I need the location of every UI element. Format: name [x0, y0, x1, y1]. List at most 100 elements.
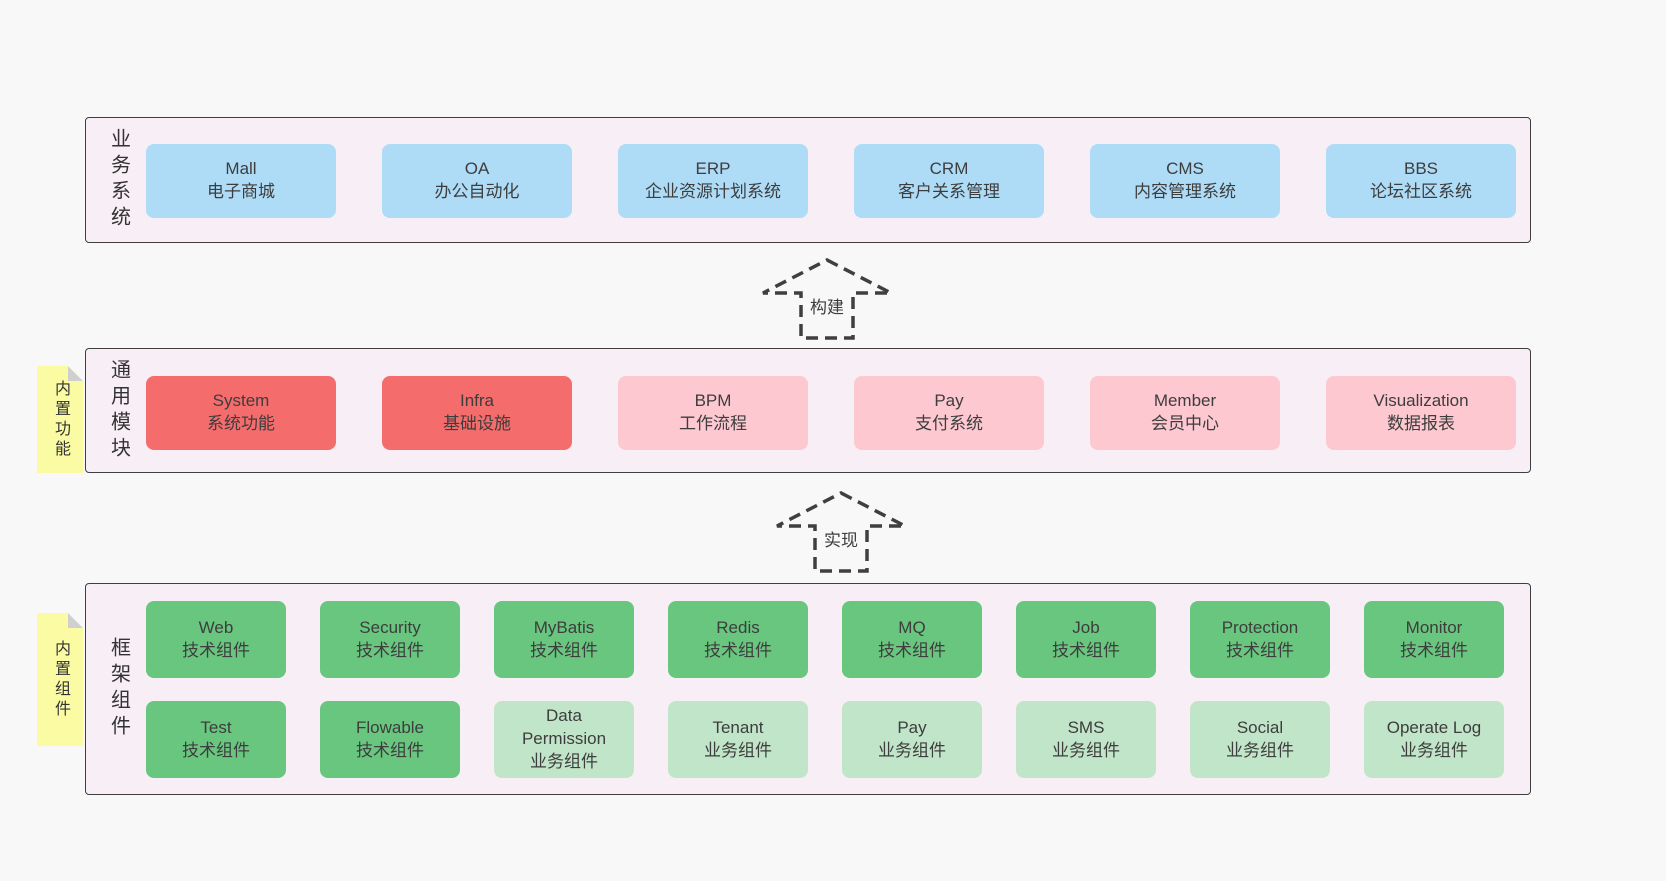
box-subtitle: 工作流程 — [679, 414, 747, 433]
box-subtitle: 技术组件 — [356, 640, 424, 660]
box-subtitle: 企业资源计划系统 — [645, 182, 781, 201]
box-title: Test — [200, 717, 232, 737]
box-pay-component: Pay 业务组件 — [842, 701, 982, 778]
box-title: Infra — [459, 391, 495, 411]
box-title: Security — [359, 617, 421, 637]
arrow-implement-label: 实现 — [821, 525, 861, 552]
box-subtitle: 技术组件 — [182, 640, 250, 660]
arrow-build: 构建 — [759, 256, 895, 342]
box-redis: Redis 技术组件 — [668, 601, 808, 678]
box-monitor: Monitor 技术组件 — [1364, 601, 1504, 678]
box-subtitle: 基础设施 — [443, 414, 511, 433]
box-subtitle: 业务组件 — [1052, 740, 1120, 760]
box-title: Monitor — [1405, 617, 1463, 637]
note-built-in-components-label: 内置组件 — [52, 639, 69, 720]
box-subtitle: 技术组件 — [1226, 640, 1294, 660]
box-title: System — [212, 391, 270, 411]
band-label-framework-components: 框架组件 — [107, 637, 130, 741]
box-subtitle: 论坛社区系统 — [1370, 182, 1472, 201]
box-subtitle: 办公自动化 — [434, 182, 520, 201]
band-common-modules: 通用模块 System 系统功能 Infra 基础设施 BPM 工作流程 Pay… — [85, 348, 1531, 473]
box-title: Social — [1236, 717, 1284, 737]
box-protection: Protection 技术组件 — [1190, 601, 1330, 678]
box-subtitle: 电子商城 — [207, 182, 275, 201]
box-title: Job — [1072, 617, 1100, 637]
box-title: Visualization — [1373, 391, 1469, 411]
note-built-in-components: 内置组件 — [37, 613, 83, 746]
box-title: MyBatis — [533, 617, 595, 637]
box-title: Operate Log — [1386, 717, 1482, 737]
box-subtitle: 支付系统 — [915, 414, 983, 433]
box-member: Member 会员中心 — [1090, 376, 1280, 450]
box-subtitle: 系统功能 — [207, 414, 275, 433]
box-visualization: Visualization 数据报表 — [1326, 376, 1516, 450]
box-title: Tenant — [712, 717, 764, 737]
box-title: SMS — [1067, 717, 1105, 737]
band-label-business-systems: 业务系统 — [107, 128, 130, 232]
up-arrow-icon — [762, 258, 892, 340]
box-title: Data Permission — [521, 706, 607, 749]
box-oa: OA 办公自动化 — [382, 144, 572, 218]
box-social: Social 业务组件 — [1190, 701, 1330, 778]
box-title: Pay — [934, 391, 964, 411]
box-security: Security 技术组件 — [320, 601, 460, 678]
box-title: Flowable — [355, 717, 425, 737]
band-business-systems: 业务系统 Mall 电子商城 OA 办公自动化 ERP 企业资源计划系统 CRM… — [85, 117, 1531, 243]
box-subtitle: 内容管理系统 — [1134, 182, 1236, 201]
box-subtitle: 技术组件 — [1400, 640, 1468, 660]
box-subtitle: 技术组件 — [530, 640, 598, 660]
box-pay-module: Pay 支付系统 — [854, 376, 1044, 450]
box-system: System 系统功能 — [146, 376, 336, 450]
box-subtitle: 数据报表 — [1387, 414, 1455, 433]
box-title: MQ — [898, 617, 926, 637]
box-title: Protection — [1221, 617, 1299, 637]
framework-components-row-2: Test 技术组件 Flowable 技术组件 Data Permission … — [146, 701, 1504, 778]
box-title: Pay — [897, 717, 927, 737]
box-subtitle: 业务组件 — [704, 740, 772, 760]
framework-components-row-1: Web 技术组件 Security 技术组件 MyBatis 技术组件 Redi… — [146, 601, 1504, 678]
box-title: Web — [198, 617, 234, 637]
common-modules-row: System 系统功能 Infra 基础设施 BPM 工作流程 Pay 支付系统… — [146, 376, 1516, 450]
business-systems-row: Mall 电子商城 OA 办公自动化 ERP 企业资源计划系统 CRM 客户关系… — [146, 144, 1516, 218]
box-mall: Mall 电子商城 — [146, 144, 336, 218]
box-cms: CMS 内容管理系统 — [1090, 144, 1280, 218]
box-subtitle: 技术组件 — [356, 740, 424, 760]
box-mybatis: MyBatis 技术组件 — [494, 601, 634, 678]
box-subtitle: 业务组件 — [1226, 740, 1294, 760]
box-subtitle: 业务组件 — [530, 751, 598, 771]
band-framework-components: 框架组件 Web 技术组件 Security 技术组件 MyBatis 技术组件… — [85, 583, 1531, 795]
box-bbs: BBS 论坛社区系统 — [1326, 144, 1516, 218]
arrow-build-label: 构建 — [807, 292, 847, 319]
box-title: BPM — [694, 391, 732, 411]
box-title: Mall — [225, 159, 257, 179]
box-flowable: Flowable 技术组件 — [320, 701, 460, 778]
box-title: BBS — [1403, 159, 1439, 179]
box-subtitle: 技术组件 — [1052, 640, 1120, 660]
box-title: CRM — [929, 159, 969, 179]
box-sms: SMS 业务组件 — [1016, 701, 1156, 778]
box-subtitle: 技术组件 — [878, 640, 946, 660]
box-title: Member — [1153, 391, 1217, 411]
band-label-common-modules: 通用模块 — [107, 358, 130, 463]
up-arrow-icon — [776, 491, 906, 573]
box-crm: CRM 客户关系管理 — [854, 144, 1044, 218]
box-subtitle: 技术组件 — [182, 740, 250, 760]
box-subtitle: 业务组件 — [878, 740, 946, 760]
box-job: Job 技术组件 — [1016, 601, 1156, 678]
arrow-implement: 实现 — [773, 489, 909, 575]
note-built-in-features-label: 内置功能 — [52, 379, 69, 460]
box-title: Redis — [716, 617, 760, 637]
box-tenant: Tenant 业务组件 — [668, 701, 808, 778]
box-mq: MQ 技术组件 — [842, 601, 982, 678]
box-subtitle: 会员中心 — [1151, 414, 1219, 433]
box-title: CMS — [1166, 159, 1204, 179]
box-title: ERP — [695, 159, 731, 179]
box-infra: Infra 基础设施 — [382, 376, 572, 450]
box-subtitle: 业务组件 — [1400, 740, 1468, 760]
box-erp: ERP 企业资源计划系统 — [618, 144, 808, 218]
note-built-in-features: 内置功能 — [37, 366, 83, 473]
box-subtitle: 技术组件 — [704, 640, 772, 660]
box-web: Web 技术组件 — [146, 601, 286, 678]
box-operate-log: Operate Log 业务组件 — [1364, 701, 1504, 778]
